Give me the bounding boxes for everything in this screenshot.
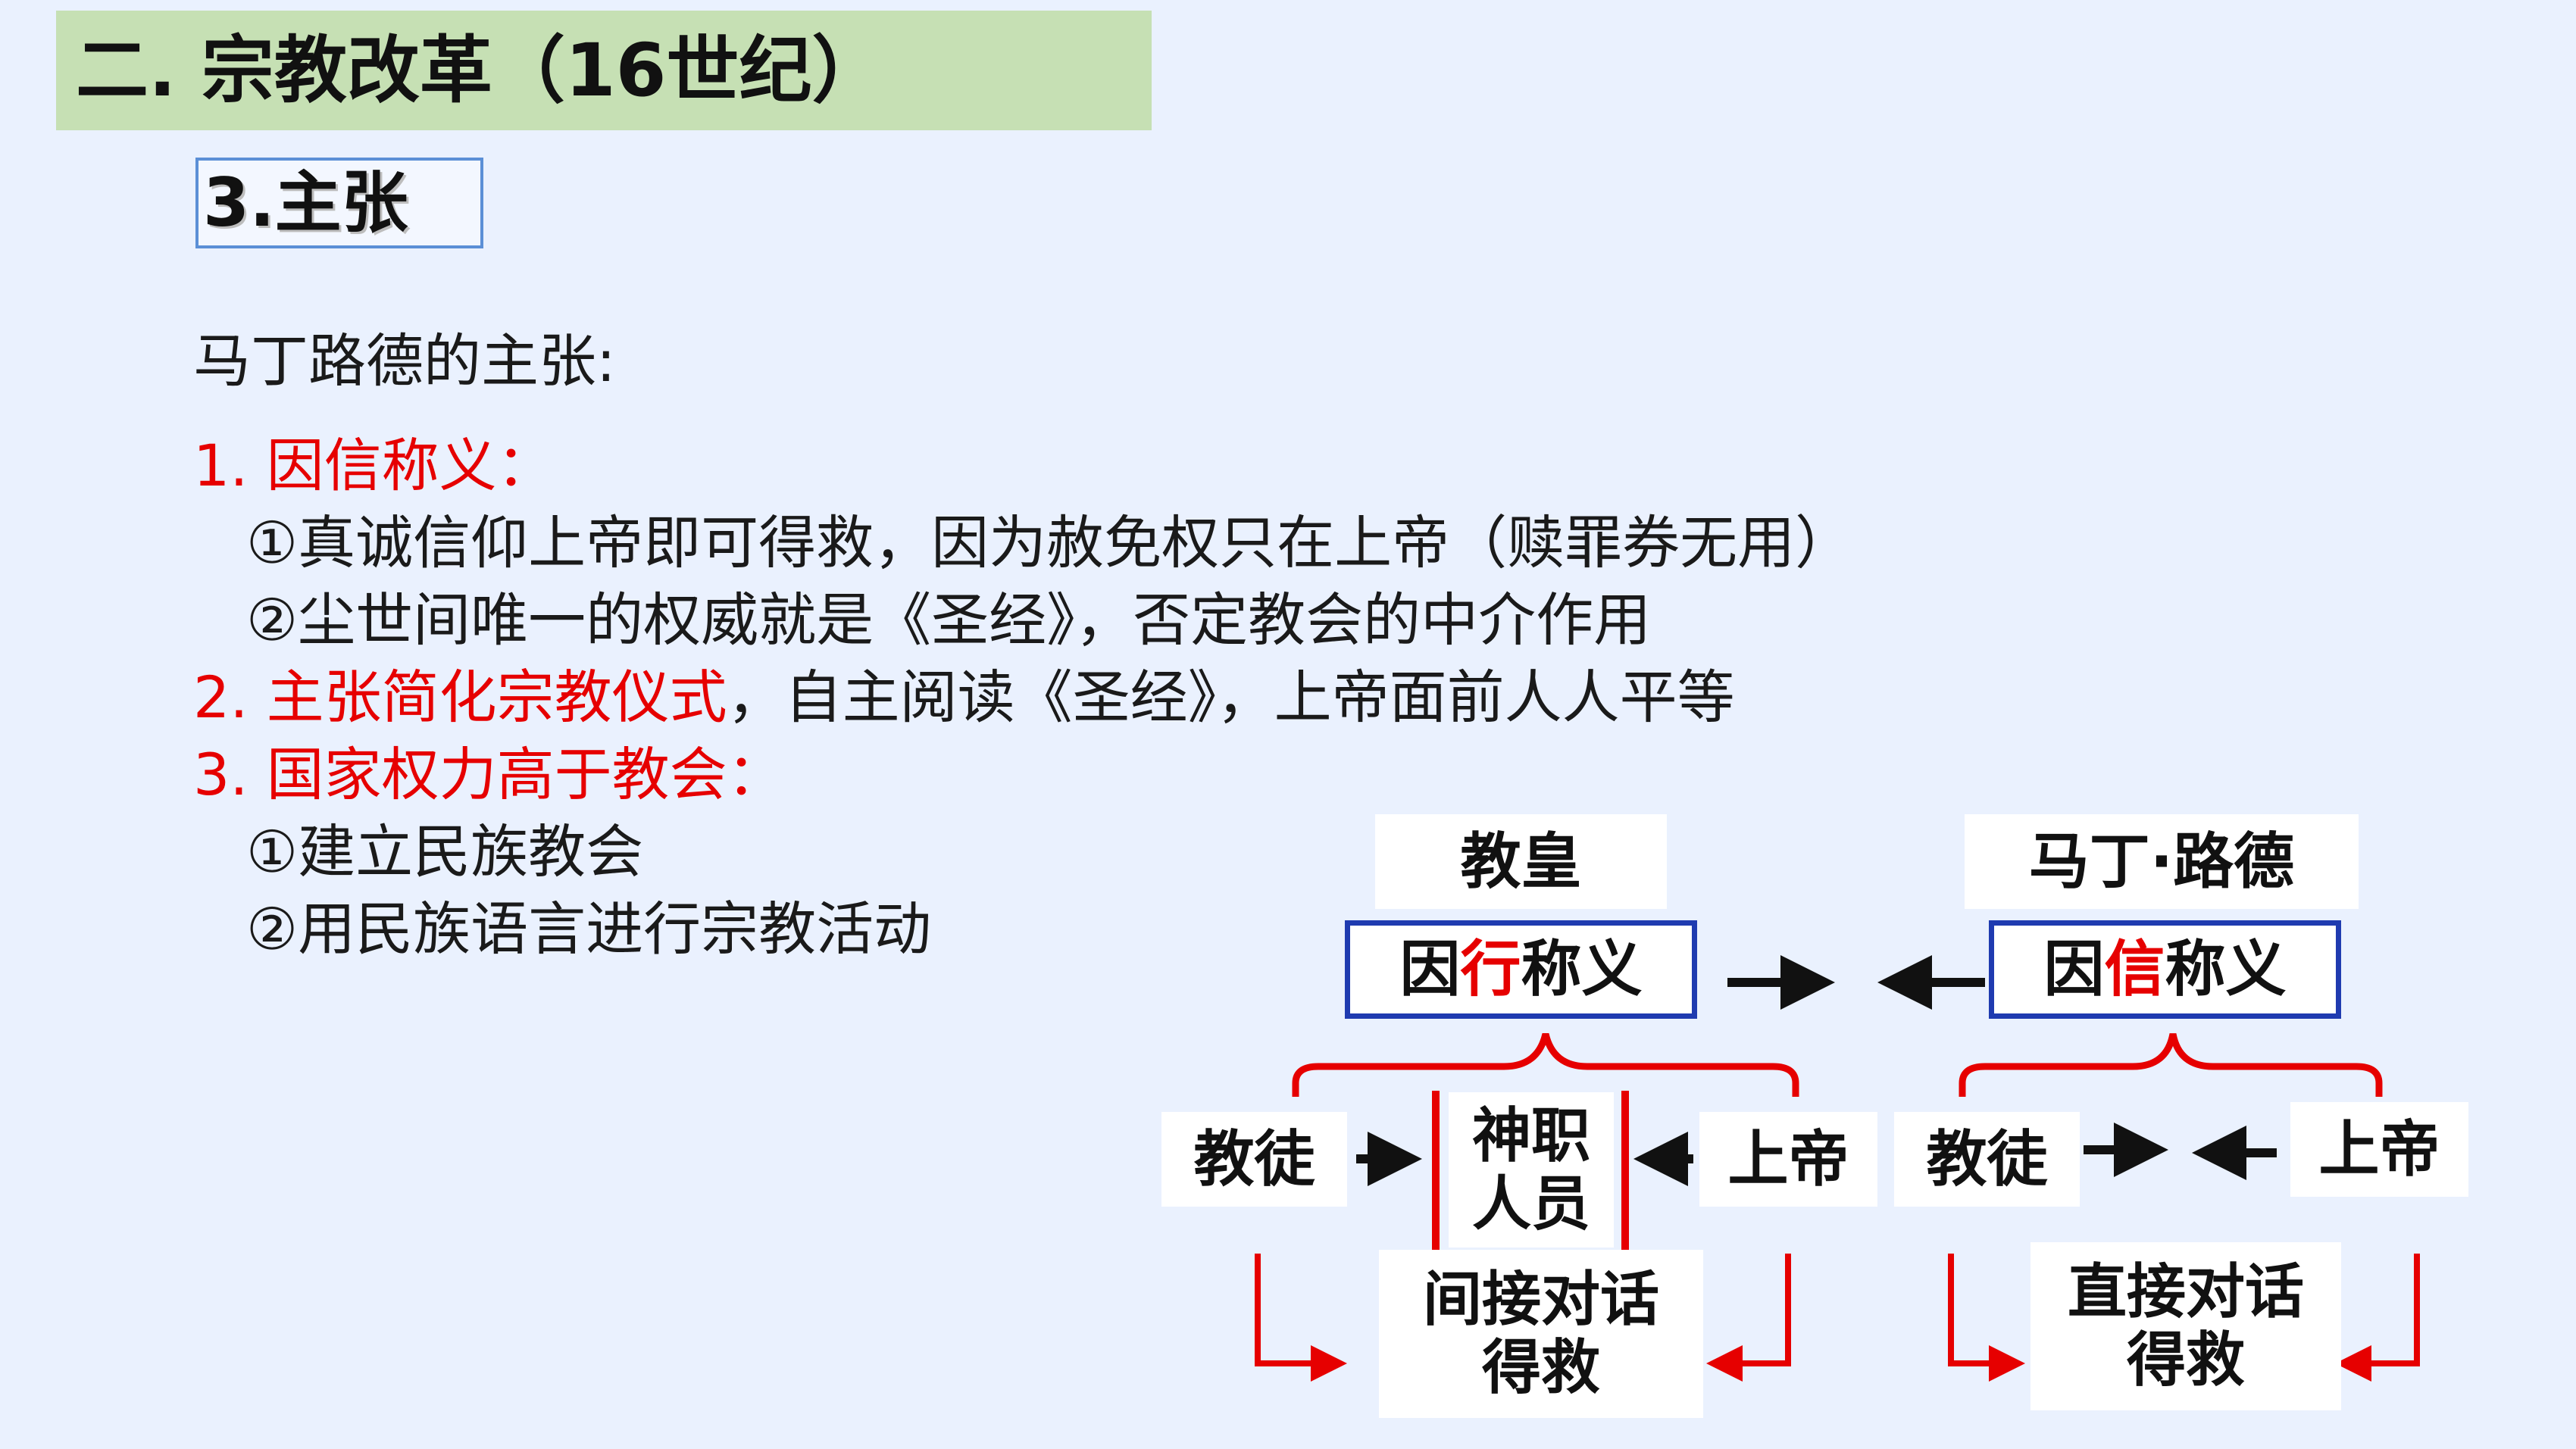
point-1-heading: 1. 因信称义： xyxy=(193,432,555,499)
right-believers-label: 教徒 xyxy=(1894,1112,2080,1207)
left-god-label: 上帝 xyxy=(1699,1112,1877,1207)
doctrine-key-faith: 信 xyxy=(2104,934,2165,1004)
right-brace xyxy=(1959,1033,2383,1097)
red-elbow-right-1 xyxy=(1948,1254,2025,1382)
red-elbow-left-2 xyxy=(1706,1254,1791,1382)
point-3-heading: 3. 国家权力高于教会： xyxy=(193,741,785,808)
left-believers-label: 教徒 xyxy=(1161,1112,1347,1207)
intro-text: 马丁路德的主张: xyxy=(193,327,616,395)
page-title: 二. 宗教改革（16世纪） xyxy=(76,28,885,113)
right-doctrine-box: 因信称义 xyxy=(1989,920,2341,1019)
point-2-text: ，自主阅读《圣经》，上帝面前人人平等 xyxy=(727,664,1735,731)
indirect-dialogue-box: 间接对话 得救 xyxy=(1379,1250,1703,1418)
point-2-heading: 2. 主张简化宗教仪式 xyxy=(193,664,727,731)
left-doctrine-box: 因行称义 xyxy=(1345,920,1697,1019)
clergy-label: 神职 人员 xyxy=(1449,1092,1614,1248)
red-elbow-left-1 xyxy=(1255,1254,1347,1382)
section-subtitle: 3.主张 xyxy=(203,164,408,242)
red-elbow-right-2 xyxy=(2335,1254,2420,1382)
point-3b-text: ②用民族语言进行宗教活动 xyxy=(246,895,932,963)
luther-label: 马丁·路德 xyxy=(1965,814,2359,909)
point-3a-text: ①建立民族教会 xyxy=(246,818,644,885)
right-god-label: 上帝 xyxy=(2290,1102,2468,1197)
title-banner xyxy=(56,11,1152,130)
point-1a-text: ①真诚信仰上帝即可得救，因为赦免权只在上帝（赎罪券无用） xyxy=(246,509,1853,576)
direct-dialogue-box: 直接对话 得救 xyxy=(2030,1242,2341,1410)
point-2-line: 2. 主张简化宗教仪式，自主阅读《圣经》，上帝面前人人平等 xyxy=(193,664,1735,732)
left-brace xyxy=(1292,1032,1799,1097)
subtitle-box xyxy=(195,158,483,248)
pope-label: 教皇 xyxy=(1375,814,1667,909)
doctrine-key-deeds: 行 xyxy=(1460,934,1521,1004)
point-1b-text: ②尘世间唯一的权威就是《圣经》，否定教会的中介作用 xyxy=(246,586,1652,654)
